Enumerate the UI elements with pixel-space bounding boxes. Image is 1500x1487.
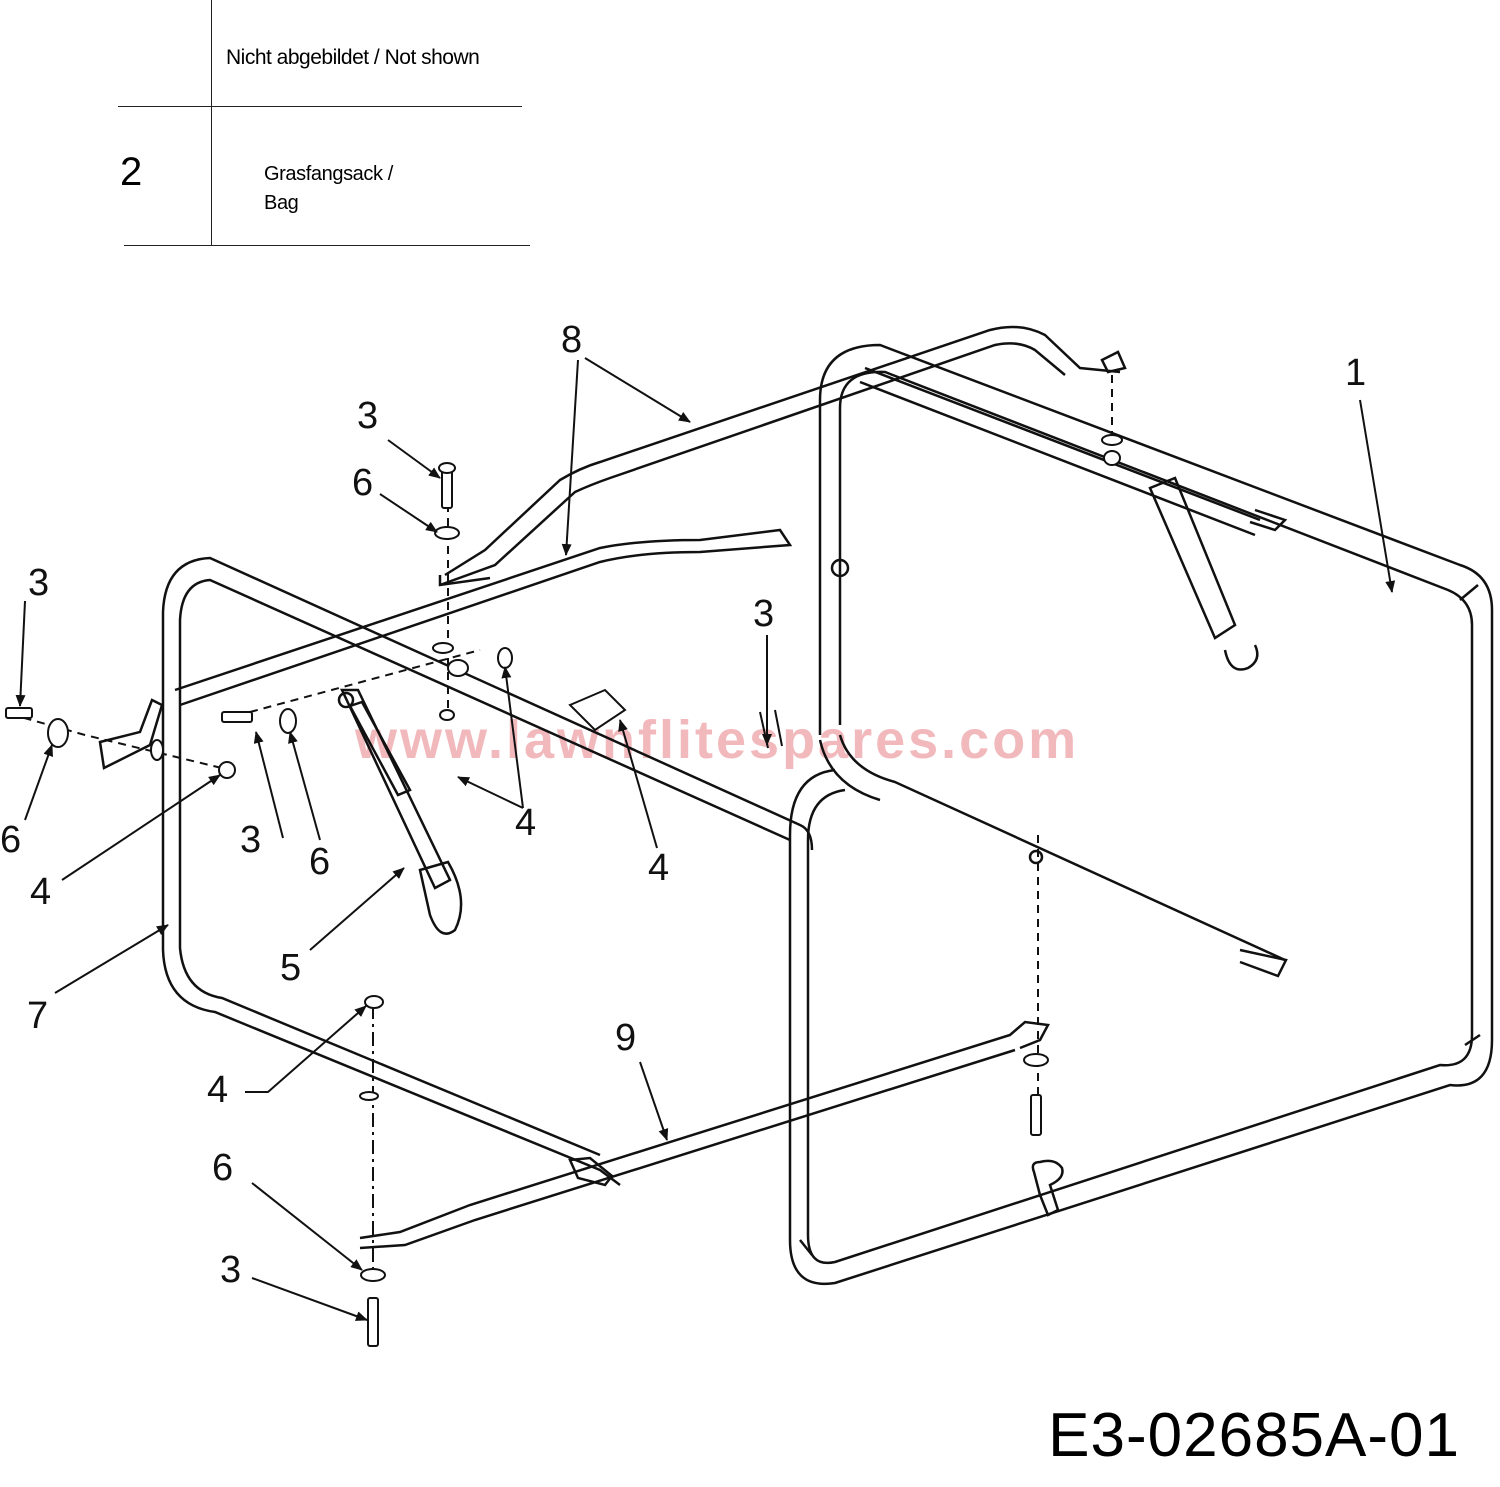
part-description-2: Grasfangsack / Bag xyxy=(264,160,393,218)
callout-6: 6 xyxy=(352,462,373,504)
callout-5: 5 xyxy=(280,947,301,989)
leader-lines xyxy=(15,357,1396,1321)
table-vertical-divider xyxy=(211,0,212,246)
hardware xyxy=(5,375,1123,1347)
callout-3: 3 xyxy=(357,395,378,437)
watermark: www.lawnflitespares.com xyxy=(354,710,1079,770)
drawing-id: E3-02685A-01 xyxy=(1048,1401,1460,1470)
callout-4: 4 xyxy=(515,802,536,844)
part-description-line1: Grasfangsack / xyxy=(264,163,393,185)
tube-part-9 xyxy=(359,1020,1050,1250)
frame-part-7 xyxy=(98,556,814,1187)
callouts: 1 8 3 6 3 6 4 3 6 4 3 4 5 7 9 4 6 3 xyxy=(0,319,1366,1291)
frame-part-1 xyxy=(788,343,1494,1286)
table-header-divider xyxy=(118,106,522,107)
callout-3: 3 xyxy=(220,1249,241,1291)
callout-6: 6 xyxy=(212,1147,233,1189)
parts-table: Nicht abgebildet / Not shown 2 Grasfangs… xyxy=(0,0,560,260)
callout-4: 4 xyxy=(648,847,669,889)
callout-3: 3 xyxy=(753,593,774,635)
tube-part-8 xyxy=(174,325,1288,707)
callout-3: 3 xyxy=(28,562,49,604)
table-header: Nicht abgebildet / Not shown xyxy=(226,46,480,69)
callout-4: 4 xyxy=(207,1069,228,1111)
callout-4: 4 xyxy=(30,871,51,913)
part-number-2: 2 xyxy=(120,150,143,194)
callout-6: 6 xyxy=(0,819,21,861)
callout-8: 8 xyxy=(561,319,582,361)
callout-7: 7 xyxy=(27,995,48,1037)
callout-3: 3 xyxy=(240,819,261,861)
callout-1: 1 xyxy=(1345,352,1366,394)
callout-6: 6 xyxy=(309,841,330,883)
strut-part-5 xyxy=(337,688,463,935)
table-bottom-divider xyxy=(124,245,530,246)
part-description-line2: Bag xyxy=(264,192,299,214)
callout-9: 9 xyxy=(615,1017,636,1059)
